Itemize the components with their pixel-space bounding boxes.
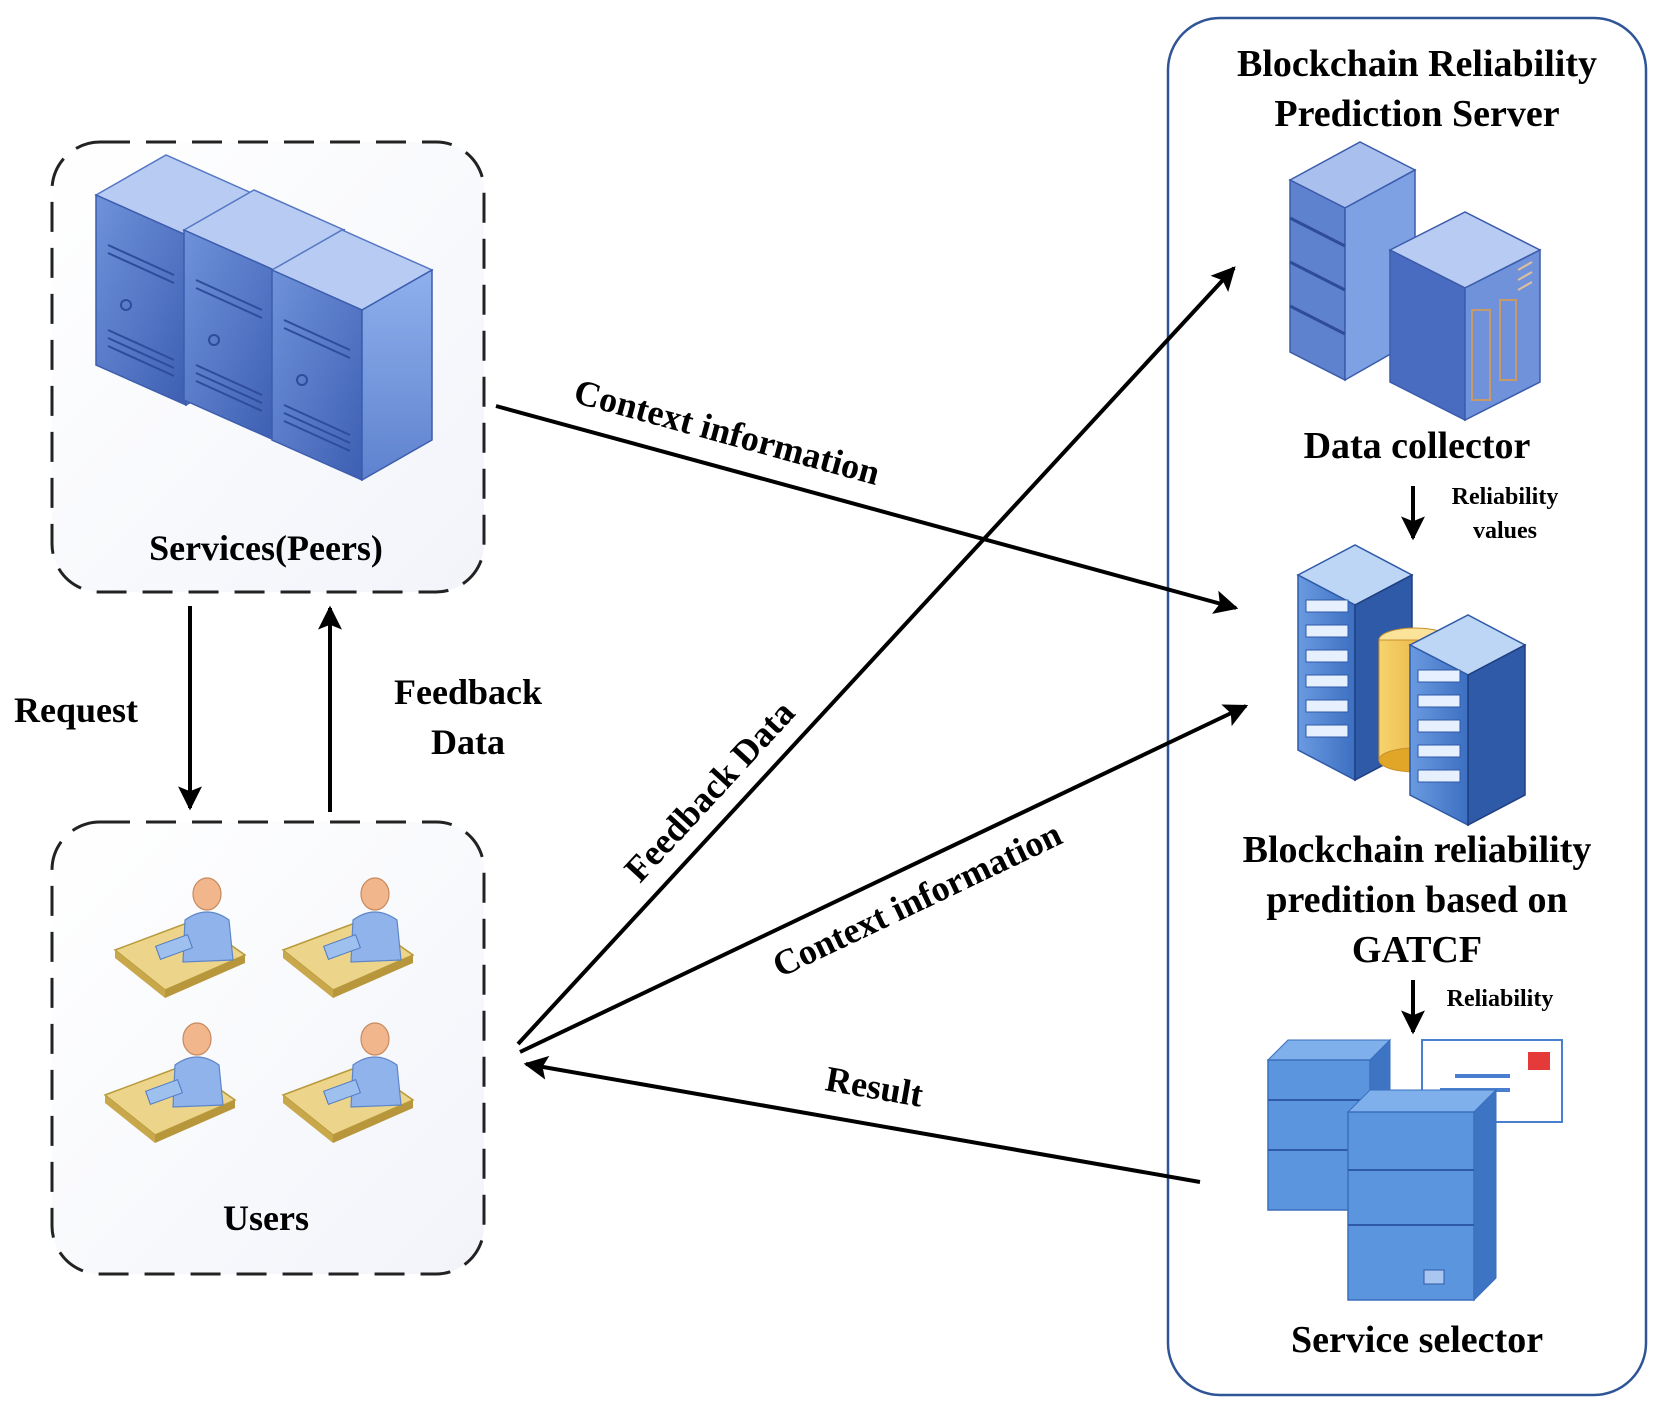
context-info-label-top: Context information [570,371,884,493]
server-title-line1: Blockchain Reliability [1237,43,1597,85]
result-label: Result [823,1058,926,1114]
service-server-icon [271,229,433,481]
users-label: Users [223,1198,309,1238]
context-info-arrow-top [495,404,1239,614]
gatcf-label-line3: GATCF [1352,929,1482,971]
request-label: Request [14,690,138,730]
gatcf-server-icon [1296,544,1527,827]
service-selector-label: Service selector [1291,1319,1543,1361]
context-info-arrow-bottom [519,704,1249,1054]
services-label: Services(Peers) [149,528,383,568]
reliability-values-label-line2: values [1473,518,1537,544]
context-info-label-bottom: Context information [766,814,1068,986]
data-collector-label: Data collector [1304,425,1531,467]
gatcf-label-line1: Blockchain reliability [1243,829,1592,871]
gatcf-label-line2: predition based on [1266,879,1567,921]
feedback-label-line2: Data [431,722,505,762]
data-collector-icon [1288,141,1542,422]
reliability-label: Reliability [1447,986,1554,1012]
feedback-data-diag-arrow [516,266,1236,1046]
server-title-line2: Prediction Server [1274,93,1559,135]
reliability-values-label-line1: Reliability [1452,484,1559,510]
result-arrow [523,1055,1201,1184]
feedback-data-diag-label: Feedback Data [616,693,802,890]
feedback-label-line1: Feedback [394,672,542,712]
service-selector-icon [1266,1038,1563,1302]
